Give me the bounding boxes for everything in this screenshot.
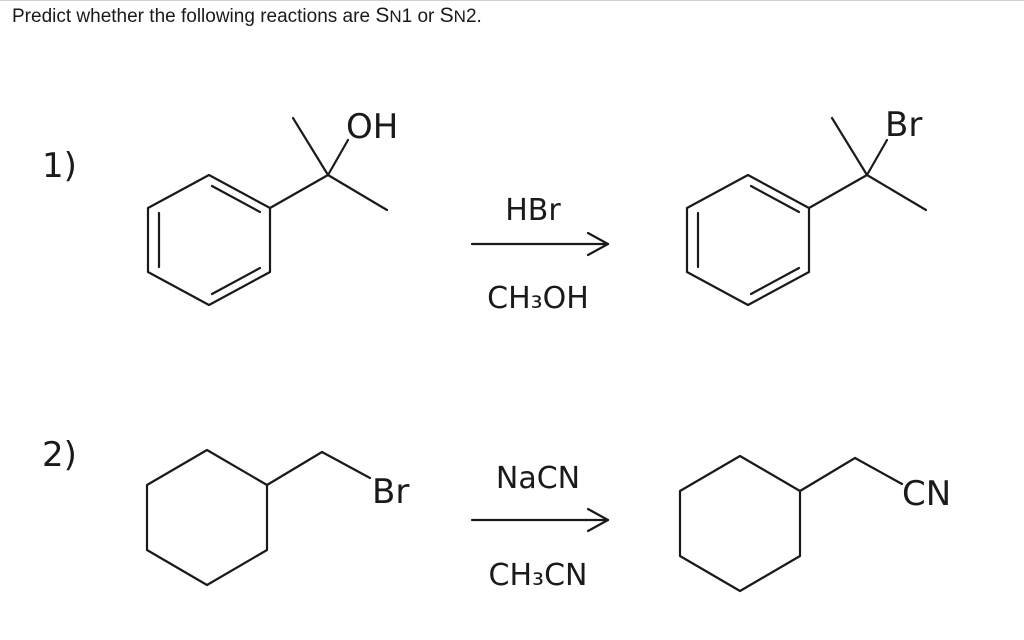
bromine-label: Br (885, 105, 922, 145)
c-cn-bond (853, 456, 904, 486)
reagent-top: HBr (505, 193, 561, 228)
reagent-bottom: CH₃CN (489, 558, 588, 593)
sn2-tail: 2. (465, 6, 482, 27)
arrow-head (586, 231, 610, 257)
sn1-n: N (389, 7, 402, 26)
reaction-1-number: 1) (42, 146, 77, 186)
nitrile-label: CN (902, 474, 951, 514)
reaction-1-reactant: OH (146, 107, 398, 307)
top-divider (0, 0, 1024, 1)
sn2-n: N (453, 7, 466, 26)
hydroxyl-label: OH (346, 107, 398, 147)
reaction-2-conditions: NaCN CH₃CN (470, 461, 610, 593)
double-bond (749, 184, 801, 214)
c-br-bond (320, 450, 372, 480)
reaction-1-product: Br (685, 105, 928, 307)
sn1-s: S (375, 4, 390, 27)
reaction-2-reactant: Br (145, 448, 409, 587)
oh-bond (326, 138, 350, 177)
reagent-bottom: CH₃OH (487, 281, 589, 316)
reaction-1: 1) OH HBr CH₃OH (42, 105, 928, 316)
single-bond (265, 450, 324, 487)
sn1-tail: 1 or (401, 6, 440, 27)
double-bond (210, 266, 262, 296)
single-bond (807, 173, 869, 210)
benzene-ring (146, 173, 272, 307)
single-bond (798, 456, 857, 493)
reaction-1-conditions: HBr CH₃OH (470, 193, 610, 316)
reagent-top: NaCN (496, 461, 580, 496)
methyl-bond (326, 173, 389, 212)
cyclohexane-ring (678, 454, 802, 593)
double-bond (749, 266, 801, 296)
reaction-2-product: CN (678, 454, 951, 593)
bromine-label: Br (372, 472, 409, 512)
cyclohexane-ring (145, 448, 269, 587)
reaction-2-number: 2) (42, 435, 77, 475)
br-bond (865, 138, 889, 177)
methyl-bond (865, 173, 928, 212)
arrow-head (586, 507, 610, 533)
double-bond (210, 184, 262, 214)
single-bond (268, 173, 330, 210)
reaction-2: 2) Br NaCN CH₃CN CN (42, 435, 951, 593)
question-text: Predict whether the following reactions … (12, 4, 482, 28)
question-prefix: Predict whether the following reactions … (12, 6, 376, 27)
methyl-bond (830, 116, 869, 177)
sn2-s: S (439, 4, 454, 27)
methyl-bond (291, 116, 330, 177)
benzene-ring (685, 173, 811, 307)
